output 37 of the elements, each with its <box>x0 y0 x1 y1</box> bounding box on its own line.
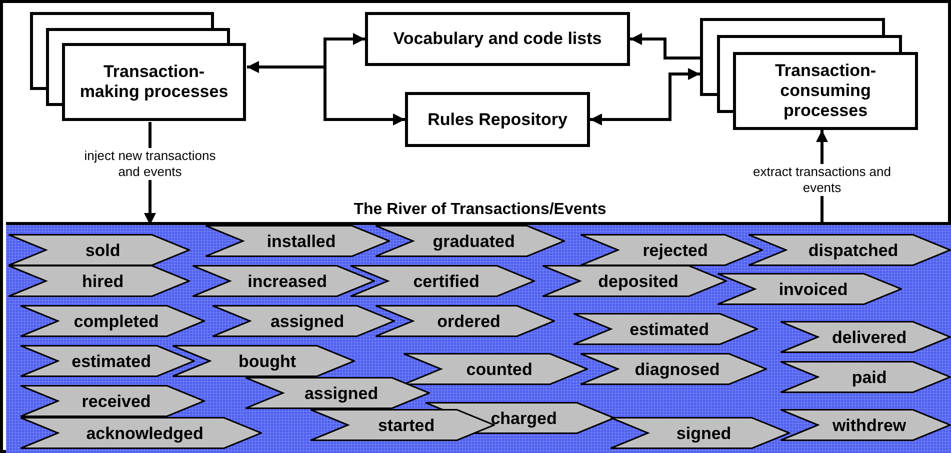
event-label: completed <box>74 312 159 330</box>
box-title: Vocabulary and code lists <box>393 29 602 49</box>
event-label: certified <box>413 272 480 290</box>
event-label: dispatched <box>808 242 898 258</box>
connector-arrow <box>630 33 700 60</box>
event-label: delivered <box>832 328 907 346</box>
box-title: Transaction-making processes <box>78 62 230 102</box>
event-label: installed <box>266 232 336 250</box>
box-title: Rules Repository <box>428 110 568 130</box>
event-label: invoiced <box>778 280 848 298</box>
event-label: charged <box>490 410 557 426</box>
event-label: ordered <box>437 312 500 330</box>
event-label: estimated <box>72 352 151 370</box>
event-label: hired <box>82 272 124 290</box>
event-label: sold <box>85 242 120 258</box>
event-label: diagnosed <box>634 360 720 378</box>
event-label: bought <box>238 352 296 370</box>
event-label: deposited <box>598 272 678 290</box>
process-box <box>365 12 630 66</box>
event-label: withdrew <box>832 416 906 434</box>
connector-arrow <box>590 68 700 126</box>
connector-arrow <box>247 61 405 126</box>
event-label: assigned <box>304 384 378 402</box>
event-label: signed <box>676 424 732 442</box>
process-box <box>405 92 590 147</box>
event-label: increased <box>248 272 327 290</box>
event-label: acknowledged <box>86 424 204 442</box>
event-label: estimated <box>630 320 709 338</box>
event-label: paid <box>852 368 887 386</box>
event-label: graduated <box>432 232 515 250</box>
event-label: assigned <box>270 312 344 330</box>
river-heading: The River of Transactions/Events <box>352 200 608 220</box>
event-label: received <box>82 392 151 410</box>
event-label: rejected <box>642 242 708 258</box>
event-label: counted <box>466 360 532 378</box>
box-title: Transaction-consuming processes <box>774 61 878 121</box>
event-label: started <box>378 416 435 434</box>
